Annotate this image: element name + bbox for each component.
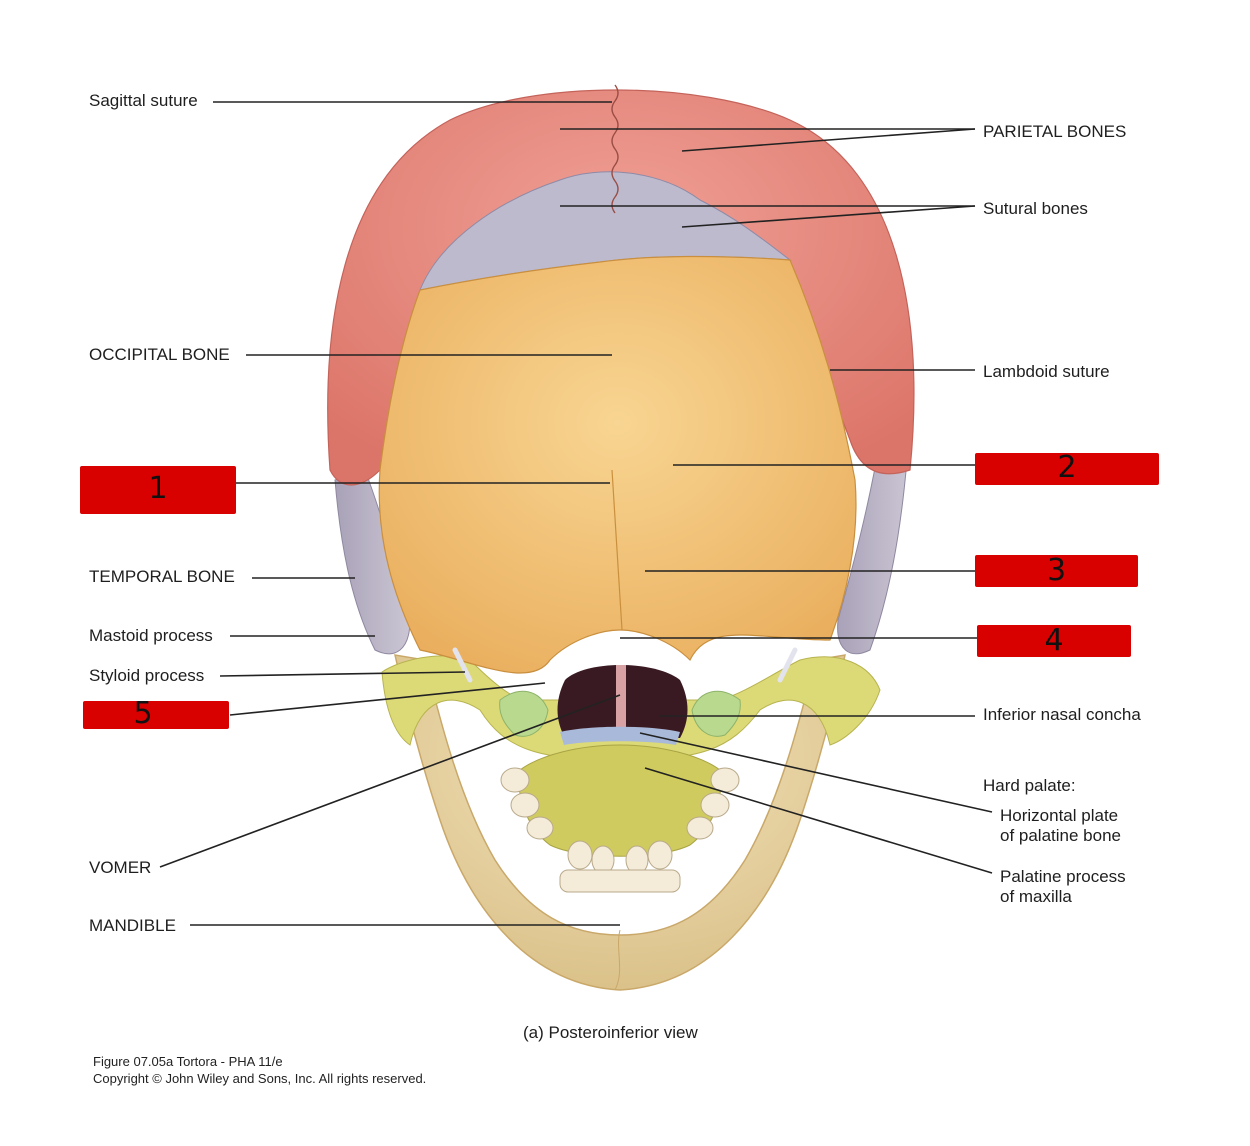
label-temporal-bone: TEMPORAL BONE (89, 567, 235, 586)
redacted-number-4: 4 (1044, 623, 1064, 658)
label-sagittal-suture: Sagittal suture (89, 91, 198, 110)
redacted-number-5: 5 (133, 696, 153, 731)
label-horizontal-plate-line2: of palatine bone (1000, 826, 1121, 845)
label-parietal-bones: PARIETAL BONES (983, 122, 1127, 141)
palatine-bone (560, 726, 680, 745)
label-sutural-bones: Sutural bones (983, 199, 1088, 218)
label-inferior-nasal-concha: Inferior nasal concha (983, 705, 1141, 724)
credit-line-1: Figure 07.05a Tortora - PHA 11/e (93, 1054, 283, 1069)
occipital-bone (378, 255, 857, 674)
redacted-label-2: 2 (975, 453, 1159, 485)
redacted-label-1: 1 (80, 466, 236, 514)
leader-lines (159, 101, 993, 926)
leader-horizontal-plate (639, 732, 993, 813)
label-mastoid-process: Mastoid process (89, 626, 213, 645)
figure-caption: (a) Posteroinferior view (523, 1023, 698, 1042)
leader-styloid (219, 671, 466, 677)
inferior-nasal-concha-left (499, 690, 549, 737)
label-vomer: VOMER (89, 858, 152, 877)
leader-parietal-2 (681, 128, 976, 152)
redacted-label-5: 5 (83, 696, 229, 731)
sagittal-suture-line (611, 84, 619, 214)
leader-vomer (159, 694, 621, 868)
redacted-label-3: 3 (975, 555, 1138, 587)
mandible-symphysis (614, 929, 621, 991)
temporal-bone-right (837, 419, 911, 655)
label-styloid-process: Styloid process (89, 666, 205, 685)
leader-sutural-2 (681, 205, 976, 228)
label-palatine-process-line1: Palatine process (1000, 867, 1126, 886)
label-lambdoid-suture: Lambdoid suture (983, 362, 1110, 381)
label-hard-palate: Hard palate: (983, 776, 1076, 795)
credit-line-2: Copyright © John Wiley and Sons, Inc. Al… (93, 1071, 427, 1086)
label-occipital-bone: OCCIPITAL BONE (89, 345, 230, 364)
external-occipital-crest (611, 469, 623, 631)
styloid-process-left (452, 647, 473, 683)
styloid-process-right (777, 647, 798, 683)
vomer-bone (616, 665, 626, 740)
inferior-nasal-concha-right (691, 690, 741, 737)
redacted-label-4: 4 (977, 625, 1131, 657)
redacted-number-2: 2 (1057, 450, 1077, 485)
label-palatine-process: Palatine process of maxilla (1000, 867, 1126, 907)
label-horizontal-plate: Horizontal plate of palatine bone (1000, 806, 1121, 846)
leader-palatine-process (644, 767, 993, 874)
leader-5 (229, 682, 546, 716)
teeth (500, 767, 740, 893)
redacted-number-1: 1 (148, 471, 168, 506)
label-mandible: MANDIBLE (89, 916, 176, 935)
figure-credit: Figure 07.05a Tortora - PHA 11/e Copyrig… (93, 1053, 426, 1087)
redacted-number-3: 3 (1046, 553, 1067, 588)
hard-palate (518, 744, 722, 857)
label-palatine-process-line2: of maxilla (1000, 887, 1072, 906)
label-horizontal-plate-line1: Horizontal plate (1000, 806, 1119, 825)
